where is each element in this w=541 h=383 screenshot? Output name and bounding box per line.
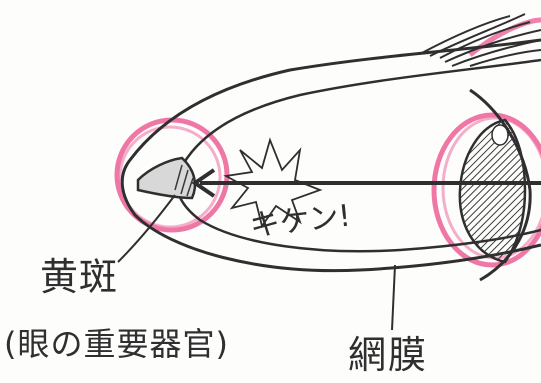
eyelashes — [419, 13, 541, 67]
danger-burst — [223, 137, 323, 229]
retina-leader-line — [391, 264, 396, 331]
light-ray-arrowhead — [191, 168, 216, 198]
pupil — [458, 118, 527, 264]
macula-leader-line — [117, 194, 176, 263]
pupil-highlight — [491, 124, 509, 146]
macula-note-label: (眼の重要器官) — [4, 325, 229, 363]
macula-hatch — [174, 164, 194, 197]
macula-label: 黄斑 — [40, 255, 119, 299]
eyeball-outer-outline — [120, 38, 541, 273]
retina-label: 網膜 — [348, 333, 429, 377]
